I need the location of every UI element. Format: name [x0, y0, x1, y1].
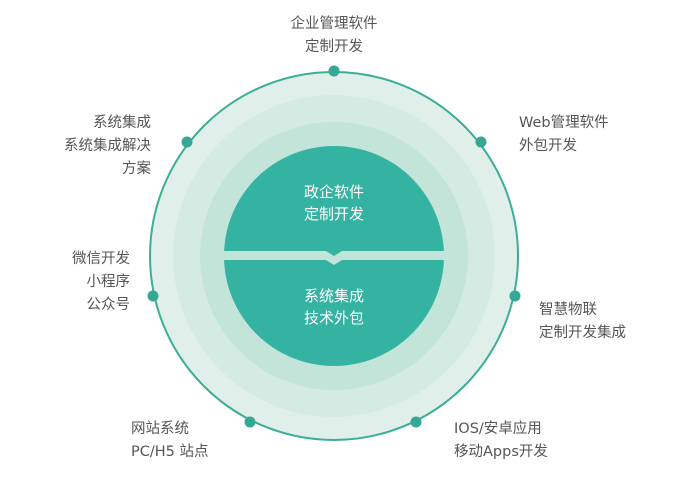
core-bottom-line: 系统集成	[303, 287, 364, 305]
label-line: 定制开发	[305, 39, 363, 55]
label-line: 公众号	[86, 297, 131, 313]
node-label-website: 网站系统 PC/H5 站点	[131, 418, 209, 464]
core-bottom-label: 系统集成 技术外包	[274, 285, 394, 329]
label-line: 方案	[122, 161, 151, 177]
core-divider	[220, 251, 448, 265]
label-line: 智慧物联	[539, 302, 597, 318]
label-line: 移动Apps开发	[454, 444, 548, 460]
core-bottom-line: 技术外包	[303, 309, 364, 327]
node-label-wechat: 微信开发 小程序 公众号	[30, 248, 130, 317]
node-dot	[244, 416, 256, 428]
node-label-enterprise: 企业管理软件 定制开发	[274, 13, 394, 59]
node-label-mobile: IOS/安卓应用 移动Apps开发	[454, 418, 548, 464]
label-line: 微信开发	[72, 251, 130, 267]
node-label-integration: 系统集成 系统集成解决 方案	[30, 112, 151, 181]
label-line: 网站系统	[131, 421, 189, 437]
node-dot	[328, 65, 340, 77]
label-line: 定制开发集成	[539, 325, 626, 341]
node-dot	[410, 416, 422, 428]
node-dot	[181, 136, 193, 148]
label-line: 企业管理软件	[290, 16, 378, 32]
node-label-web: Web管理软件 外包开发	[519, 112, 609, 158]
label-line: 系统集成解决	[64, 138, 151, 154]
node-dot	[475, 136, 487, 148]
core-top-label: 政企软件 定制开发	[274, 181, 394, 225]
label-line: 系统集成	[93, 115, 151, 131]
label-line: IOS/安卓应用	[454, 421, 542, 437]
label-line: PC/H5 站点	[131, 444, 209, 460]
label-line: 外包开发	[519, 138, 577, 154]
core-top-line: 政企软件	[303, 183, 364, 201]
core-top-line: 定制开发	[303, 205, 364, 223]
label-line: Web管理软件	[519, 115, 609, 131]
node-dot	[147, 290, 159, 302]
node-label-iot: 智慧物联 定制开发集成	[539, 299, 626, 345]
node-dot	[509, 290, 521, 302]
label-line: 小程序	[86, 274, 131, 290]
